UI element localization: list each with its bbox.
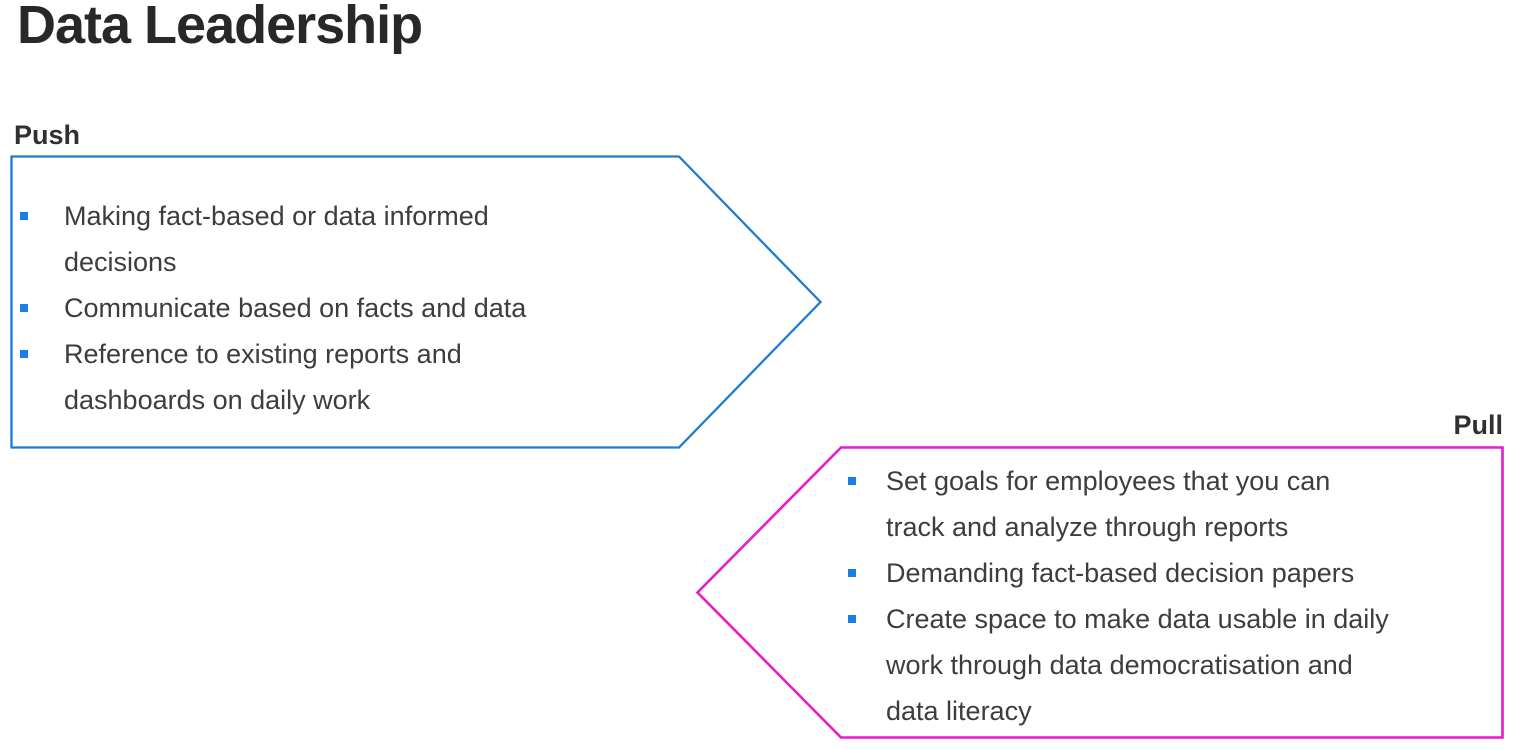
push-bullet-list: Making fact-based or data informed decis… <box>20 193 580 423</box>
bullet-text: Reference to existing reports and dashbo… <box>64 339 462 415</box>
bullet-square-icon <box>20 212 28 220</box>
pull-bullet-list: Set goals for employees that you can tra… <box>848 458 1448 734</box>
bullet-square-icon <box>848 615 856 623</box>
list-item: Reference to existing reports and dashbo… <box>20 331 580 423</box>
bullet-text: Create space to make data usable in dail… <box>886 604 1389 726</box>
list-item: Making fact-based or data informed decis… <box>20 193 580 285</box>
list-item: Communicate based on facts and data <box>20 285 580 331</box>
pull-box-label: Pull <box>1453 410 1503 440</box>
push-box-label: Push <box>14 120 81 150</box>
bullet-square-icon <box>848 477 856 485</box>
page-title: Data Leadership <box>17 0 423 55</box>
bullet-square-icon <box>20 304 28 312</box>
bullet-square-icon <box>848 569 856 577</box>
list-item: Create space to make data usable in dail… <box>848 596 1448 734</box>
list-item: Set goals for employees that you can tra… <box>848 458 1448 550</box>
bullet-text: Demanding fact-based decision papers <box>886 558 1355 588</box>
bullet-text: Communicate based on facts and data <box>64 293 527 323</box>
bullet-text: Set goals for employees that you can tra… <box>886 466 1331 542</box>
bullet-text: Making fact-based or data informed decis… <box>64 201 489 277</box>
bullet-square-icon <box>20 350 28 358</box>
list-item: Demanding fact-based decision papers <box>848 550 1448 596</box>
